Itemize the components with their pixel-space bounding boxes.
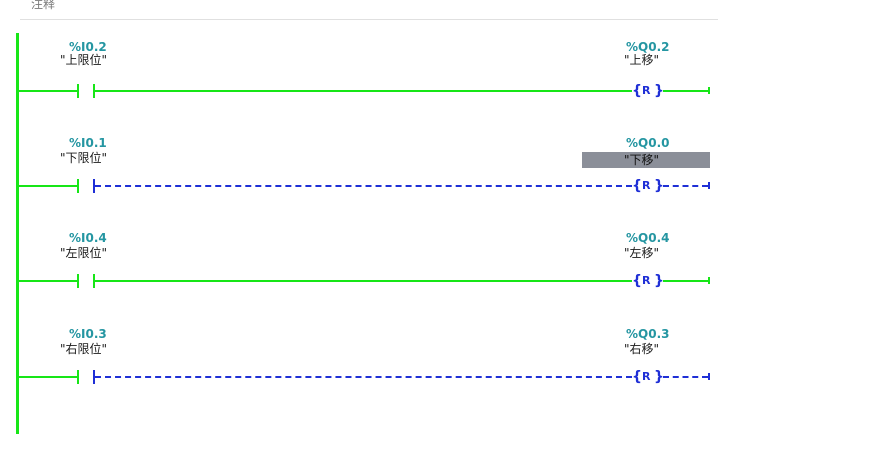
coil-left-paren[interactable]: {	[632, 178, 642, 194]
coil-left-paren[interactable]: {	[632, 273, 642, 289]
middle-wire	[95, 280, 632, 282]
rung-end-marker	[708, 277, 710, 284]
right-wire	[663, 376, 708, 378]
coil-tag[interactable]: "右移"	[624, 342, 660, 356]
coil-type-letter[interactable]: R	[642, 274, 651, 287]
coil-left-paren[interactable]: {	[632, 83, 642, 99]
right-wire	[663, 90, 708, 92]
right-wire	[663, 280, 708, 282]
contact-address[interactable]: %I0.2	[69, 40, 107, 54]
coil-tag[interactable]: "上移"	[624, 53, 660, 67]
rung-end-marker	[708, 87, 710, 94]
contact-tag[interactable]: "下限位"	[60, 151, 108, 165]
contact-tag[interactable]: "上限位"	[60, 53, 108, 67]
coil-left-paren[interactable]: {	[632, 369, 642, 385]
right-wire	[663, 185, 708, 187]
coil-tag-selected[interactable]: "下移"	[582, 152, 710, 168]
coil-address[interactable]: %Q0.2	[626, 40, 670, 54]
rung-end-marker	[708, 182, 710, 189]
middle-wire	[95, 90, 632, 92]
middle-wire	[95, 185, 632, 187]
contact-right-bar[interactable]	[93, 179, 95, 193]
header-divider	[20, 19, 718, 20]
coil-type-letter[interactable]: R	[642, 84, 651, 97]
contact-right-bar[interactable]	[93, 274, 95, 288]
contact-address[interactable]: %I0.1	[69, 136, 107, 150]
coil-address[interactable]: %Q0.3	[626, 327, 670, 341]
coil-address[interactable]: %Q0.0	[626, 136, 670, 150]
contact-tag[interactable]: "左限位"	[60, 246, 108, 260]
coil-address[interactable]: %Q0.4	[626, 231, 670, 245]
contact-right-bar[interactable]	[93, 370, 95, 384]
contact-address[interactable]: %I0.4	[69, 231, 107, 245]
coil-right-paren[interactable]: }	[654, 83, 664, 99]
contact-left-bar[interactable]	[77, 274, 79, 288]
left-wire	[19, 185, 77, 187]
left-wire	[19, 280, 77, 282]
coil-type-letter[interactable]: R	[642, 179, 651, 192]
contact-left-bar[interactable]	[77, 179, 79, 193]
left-power-rail	[16, 33, 19, 434]
coil-tag[interactable]: "左移"	[624, 246, 660, 260]
contact-tag[interactable]: "右限位"	[60, 342, 108, 356]
coil-right-paren[interactable]: }	[654, 369, 664, 385]
coil-type-letter[interactable]: R	[642, 370, 651, 383]
contact-address[interactable]: %I0.3	[69, 327, 107, 341]
left-wire	[19, 376, 77, 378]
coil-right-paren[interactable]: }	[654, 178, 664, 194]
left-wire	[19, 90, 77, 92]
middle-wire	[95, 376, 632, 378]
contact-right-bar[interactable]	[93, 84, 95, 98]
rung-end-marker	[708, 373, 710, 380]
contact-left-bar[interactable]	[77, 84, 79, 98]
coil-tag-text: "下移"	[624, 153, 660, 167]
coil-right-paren[interactable]: }	[654, 273, 664, 289]
network-comment-label[interactable]: 注释	[31, 0, 56, 11]
contact-left-bar[interactable]	[77, 370, 79, 384]
